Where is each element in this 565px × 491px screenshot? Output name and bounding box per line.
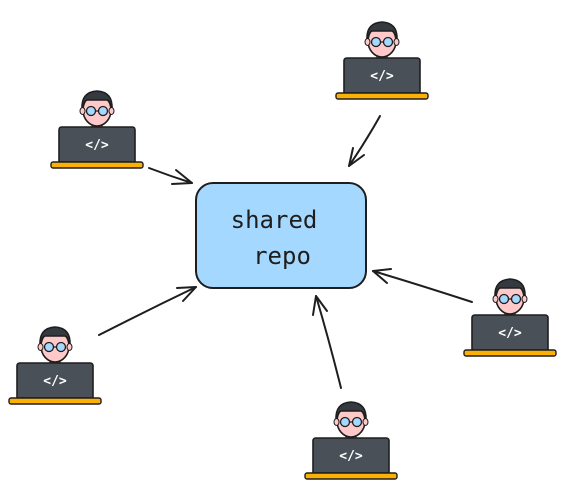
- repo-label-repo: repo: [253, 242, 311, 270]
- developer-bottom: </>: [304, 401, 398, 480]
- developer-top-left: </>: [50, 90, 144, 169]
- repo-label-shared: shared: [231, 206, 318, 234]
- developer-right: </>: [463, 278, 557, 357]
- arrow-from-right: [372, 268, 473, 303]
- arrow-from-bottom: [312, 295, 342, 389]
- laptop-code-icon: </>: [339, 449, 363, 464]
- arrow-from-bottom-left: [98, 286, 197, 336]
- arrow-from-top: [348, 115, 381, 167]
- laptop-code-icon: </>: [498, 326, 522, 341]
- developer-bottom-left: </>: [8, 326, 102, 405]
- laptop-code-icon: </>: [43, 374, 67, 389]
- developer-top: </>: [335, 21, 429, 100]
- laptop-code-icon: </>: [85, 138, 109, 153]
- shared-repo-box: [195, 182, 367, 289]
- arrow-from-top-left: [148, 167, 193, 185]
- laptop-code-icon: </>: [370, 69, 394, 84]
